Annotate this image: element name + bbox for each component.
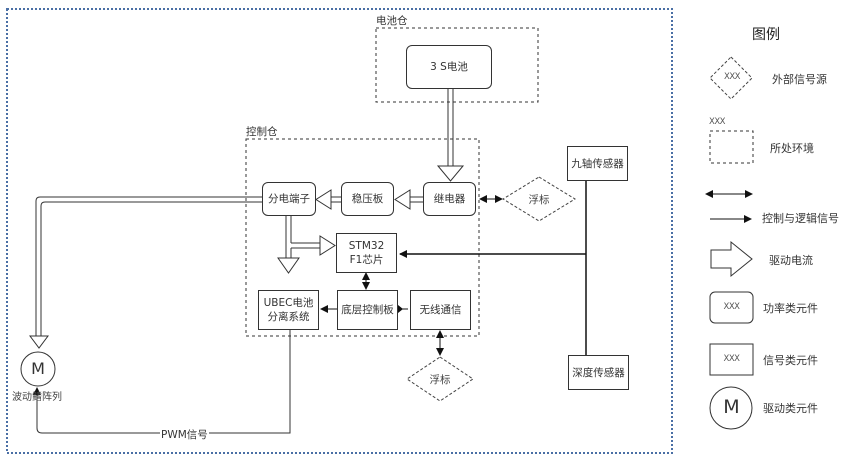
pwm-signal-line [33,330,291,434]
legend-dashed-rect-shape [709,130,754,164]
ubec-label-line1: UBEC电池 [263,297,314,309]
battery-bay-group [375,27,539,103]
legend-label-control-signal: 控制与逻辑信号 [762,212,839,225]
stm32-label-line1: STM32 [348,240,385,252]
legend-rect-shape [709,343,754,376]
nine-axis-sensor-label: 九轴传感器 [571,157,624,170]
buoy-right-diamond [502,176,576,222]
voltage-regulator-node[interactable]: 稳压板 [341,182,394,216]
power-flow-terminal-to-ubec-stm32 [277,214,336,274]
ubec-node[interactable]: UBEC电池 分离系统 [258,290,319,330]
legend-power-arrow [710,240,753,278]
motor-symbol: M [31,359,45,378]
power-flow-terminal-to-motor [29,196,262,349]
relay-node[interactable]: 继电器 [423,182,476,216]
sensor-bus [399,181,587,355]
relay-label: 继电器 [433,193,466,205]
legend-label-power-component: 功率类元件 [763,302,818,315]
legend-label-external-signal: 外部信号源 [772,73,827,86]
stm32-node[interactable]: STM32 F1芯片 [336,233,397,273]
legend-motor-symbol: M [723,396,740,418]
bottom-control-board-label: 底层控制板 [341,304,394,316]
wireless-comm-label: 无线通信 [419,304,462,316]
pwm-signal-label: PWM信号 [160,427,209,442]
stm32-label-line2: F1芯片 [349,254,384,266]
legend-label-environment: 所处环境 [770,142,814,155]
legend-label-signal-component: 信号类元件 [763,354,818,367]
legend-diamond-placeholder: XXX [724,72,740,82]
power-flow-battery-to-relay [436,88,465,182]
motor-label: 波动鳍阵列 [12,392,62,403]
control-bay-group [245,138,480,337]
motor-circle [20,351,56,387]
legend-title: 图例 [752,27,780,43]
legend-signal-placeholder: XXX [723,354,740,364]
outer-frame [6,8,673,454]
legend-label-drive-current: 驱动电流 [769,254,813,267]
distribution-terminal-label: 分电端子 [268,193,310,205]
voltage-regulator-label: 稳压板 [351,193,384,205]
battery-3s-node[interactable]: 3 S电池 [406,45,492,89]
battery-bay-label: 电池仓 [376,15,408,27]
ubec-label-line2: 分离系统 [267,311,310,323]
buoy-bottom-label: 浮标 [429,374,451,386]
legend-label-drive-component: 驱动类元件 [763,402,818,415]
depth-sensor-node[interactable]: 深度传感器 [568,355,629,390]
legend-diamond-shape [709,56,753,100]
legend-power-placeholder: XXX [723,302,740,312]
buoy-right-label: 浮标 [528,194,550,206]
legend-motor-circle [709,386,753,430]
bottom-control-board-node[interactable]: 底层控制板 [337,290,398,330]
battery-3s-label: 3 S电池 [430,61,468,73]
buoy-bottom-diamond [406,356,474,402]
power-flow-regulator-to-terminal [315,189,341,210]
wireless-comm-node[interactable]: 无线通信 [410,290,471,330]
legend-rounded-rect-shape [709,291,754,324]
power-flow-relay-to-regulator [394,189,423,210]
control-bay-label: 控制仓 [246,126,278,138]
distribution-terminal-node[interactable]: 分电端子 [262,182,316,216]
nine-axis-sensor-node[interactable]: 九轴传感器 [567,146,628,181]
depth-sensor-label: 深度传感器 [572,366,625,379]
legend-env-placeholder: XXX [709,117,725,127]
